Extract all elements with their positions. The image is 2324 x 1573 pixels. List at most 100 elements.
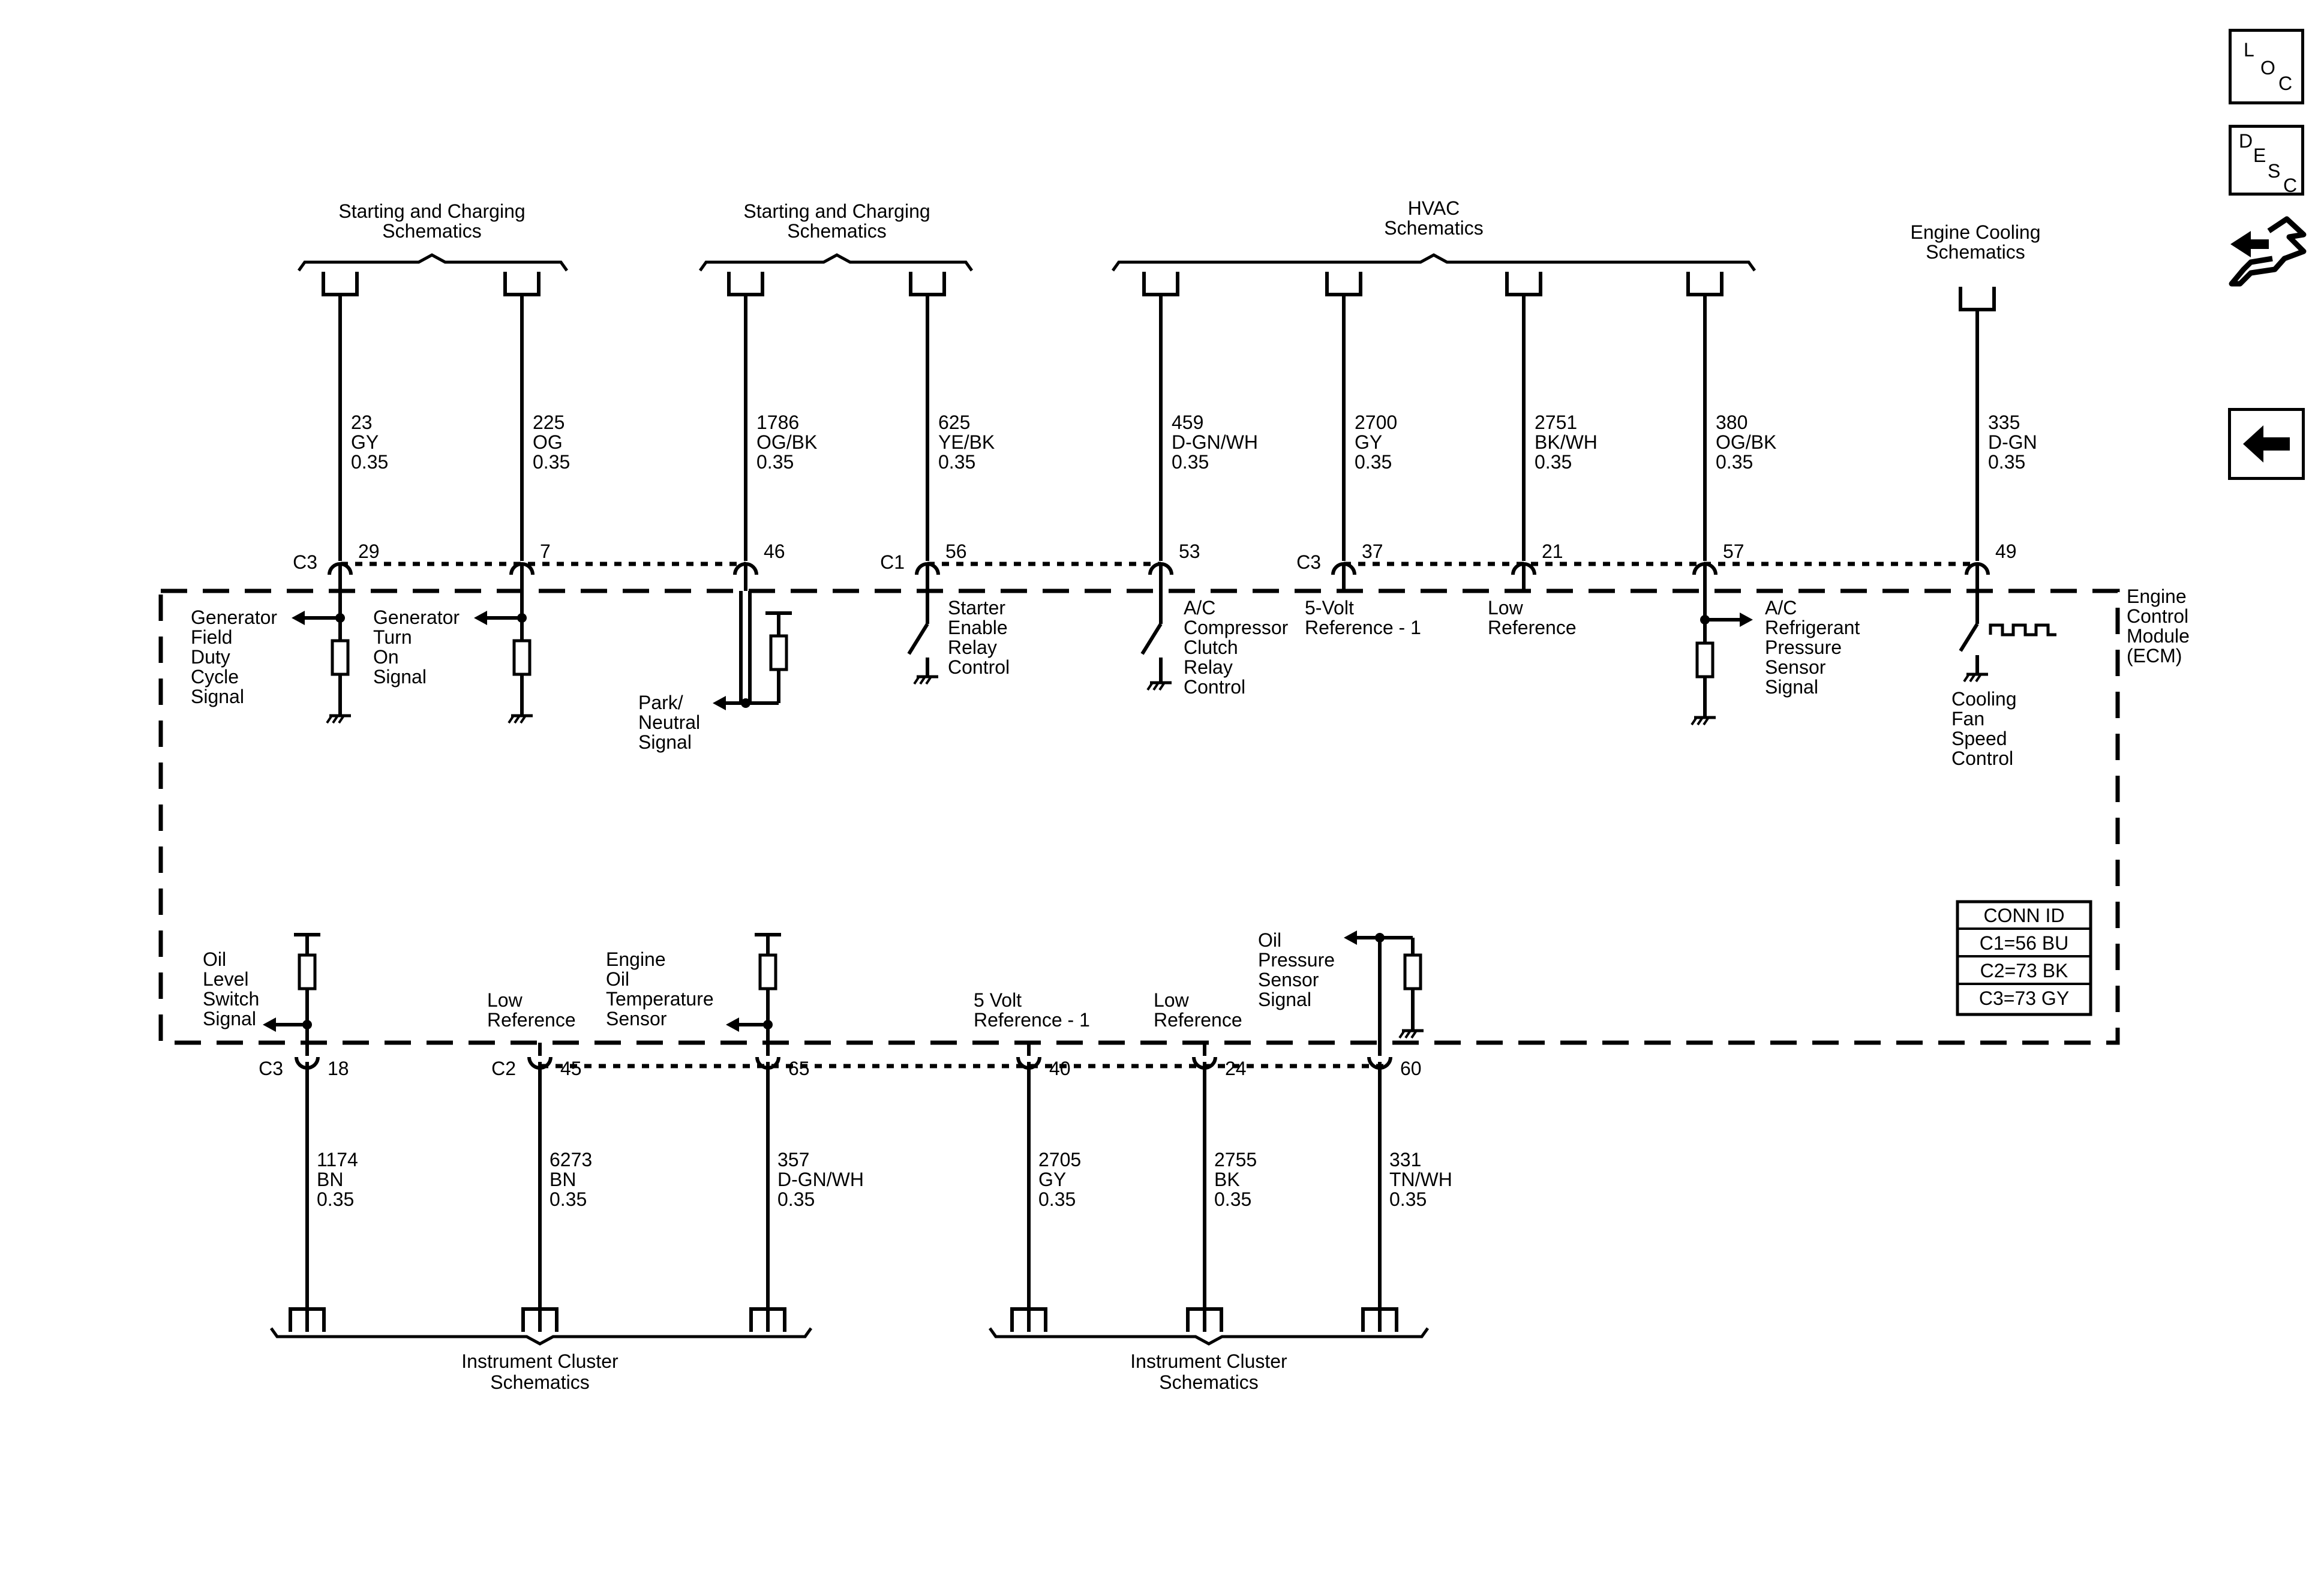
ground-hatch	[1146, 682, 1154, 691]
signal-label: Generator	[373, 607, 460, 628]
connector-hand-icon[interactable]	[2227, 213, 2311, 297]
signal-label: Refrigerant	[1765, 617, 1860, 638]
signal-label: Sensor	[1765, 656, 1826, 678]
header-title: Starting and Charging	[743, 200, 930, 222]
loc-letter-c: C	[2278, 73, 2293, 94]
ground-hatch	[520, 715, 527, 724]
wire-color: TN/WH	[1389, 1169, 1452, 1190]
bracket-line	[698, 253, 974, 272]
header-title: Schematics	[1159, 1371, 1258, 1393]
bracket-line	[297, 253, 569, 272]
signal-label: Sensor	[1258, 969, 1319, 990]
conn-id-row: C2=73 BK	[1980, 960, 2068, 981]
signal-label: 5-Volt	[1305, 597, 1354, 619]
wire-size: 0.35	[938, 451, 975, 473]
back-button[interactable]	[2228, 408, 2305, 480]
signal-label: Reference - 1	[1305, 617, 1421, 638]
ground-hatch	[326, 715, 333, 724]
connector-socket	[727, 272, 764, 296]
header-title: Starting and Charging	[338, 200, 525, 222]
signal-label: Sensor	[606, 1008, 667, 1029]
circuit-number: 331	[1389, 1149, 1421, 1170]
wire-size: 0.35	[351, 451, 388, 473]
ground-hatch	[1969, 673, 1976, 683]
wire-size: 0.35	[1355, 451, 1392, 473]
pin-number: 29	[358, 541, 380, 562]
connector-socket	[1142, 272, 1179, 296]
ground-icon	[913, 666, 938, 685]
module-label: (ECM)	[2127, 645, 2182, 667]
wire-color: YE/BK	[938, 431, 995, 453]
circuit-number: 2700	[1355, 412, 1397, 433]
signal-label: Cooling	[1951, 688, 2017, 710]
ground-hatch	[1410, 1029, 1418, 1039]
header-title: Schematics	[787, 220, 886, 242]
pin-number: 46	[764, 541, 785, 562]
signal-label: Low	[1488, 597, 1524, 619]
ground-hatch	[338, 715, 345, 724]
signal-label: Engine	[606, 948, 666, 970]
circuit-number: 23	[351, 412, 373, 433]
wire-color: OG/BK	[1716, 431, 1776, 453]
header-title: Schematics	[1926, 241, 2025, 263]
arrow-right-icon	[1740, 613, 1753, 627]
arrow-left-icon	[263, 1017, 276, 1032]
arrow-left-icon	[726, 1017, 739, 1032]
circuit-number: 2705	[1038, 1149, 1081, 1170]
signal-label: Oil	[1258, 929, 1281, 951]
signal-label: Fan	[1951, 708, 1984, 730]
signal-label: Park/	[638, 692, 683, 713]
signal-label: Signal	[191, 686, 244, 707]
signal-label: Signal	[638, 731, 692, 753]
header-title: Schematics	[382, 220, 481, 242]
connector-id: C1	[880, 551, 905, 573]
circuit-number: 2751	[1535, 412, 1577, 433]
wire-size: 0.35	[777, 1188, 815, 1210]
desc-button[interactable]: D E S C	[2229, 125, 2304, 196]
signal-label: Duty	[191, 646, 230, 668]
resistor-icon	[1403, 953, 1422, 990]
bracket-line	[269, 1327, 813, 1346]
ground-hatch	[1398, 1029, 1406, 1039]
bracket-line	[1111, 253, 1756, 272]
signal-label: Temperature	[606, 988, 714, 1010]
loc-letter-l: L	[2244, 39, 2254, 61]
conn-id-row: C1=56 BU	[1980, 932, 2069, 954]
conn-id-title: CONN ID	[1983, 905, 2064, 926]
desc-letter-c: C	[2283, 175, 2298, 196]
connector-socket	[1361, 1307, 1398, 1332]
desc-letter-e: E	[2253, 145, 2266, 166]
header-title: HVAC	[1408, 197, 1460, 219]
ground-hatch	[925, 676, 932, 685]
ground-hatch	[1703, 716, 1710, 726]
signal-label: Pressure	[1765, 637, 1842, 658]
wire-size: 0.35	[1038, 1188, 1076, 1210]
wire-color: BK	[1214, 1169, 1240, 1190]
conn-id-row: C3=73 GY	[1979, 987, 2069, 1009]
header-bracket-instrument-cluster-1	[269, 1327, 813, 1346]
ground-hatch	[508, 715, 515, 724]
ground-hatch	[1963, 673, 1970, 683]
ground-icon	[1146, 672, 1172, 691]
pin-number: 45	[560, 1058, 582, 1079]
signal-label: Pressure	[1258, 949, 1335, 971]
circuit-number: 225	[533, 412, 565, 433]
signal-label: Signal	[1765, 676, 1818, 698]
signal-label: Reference	[1154, 1009, 1242, 1031]
connector-socket	[1505, 272, 1542, 296]
header-title: Schematics	[490, 1371, 589, 1393]
loc-button[interactable]: L O C	[2229, 29, 2304, 104]
circuit-number: 625	[938, 412, 970, 433]
signal-label: Starter	[948, 597, 1005, 619]
